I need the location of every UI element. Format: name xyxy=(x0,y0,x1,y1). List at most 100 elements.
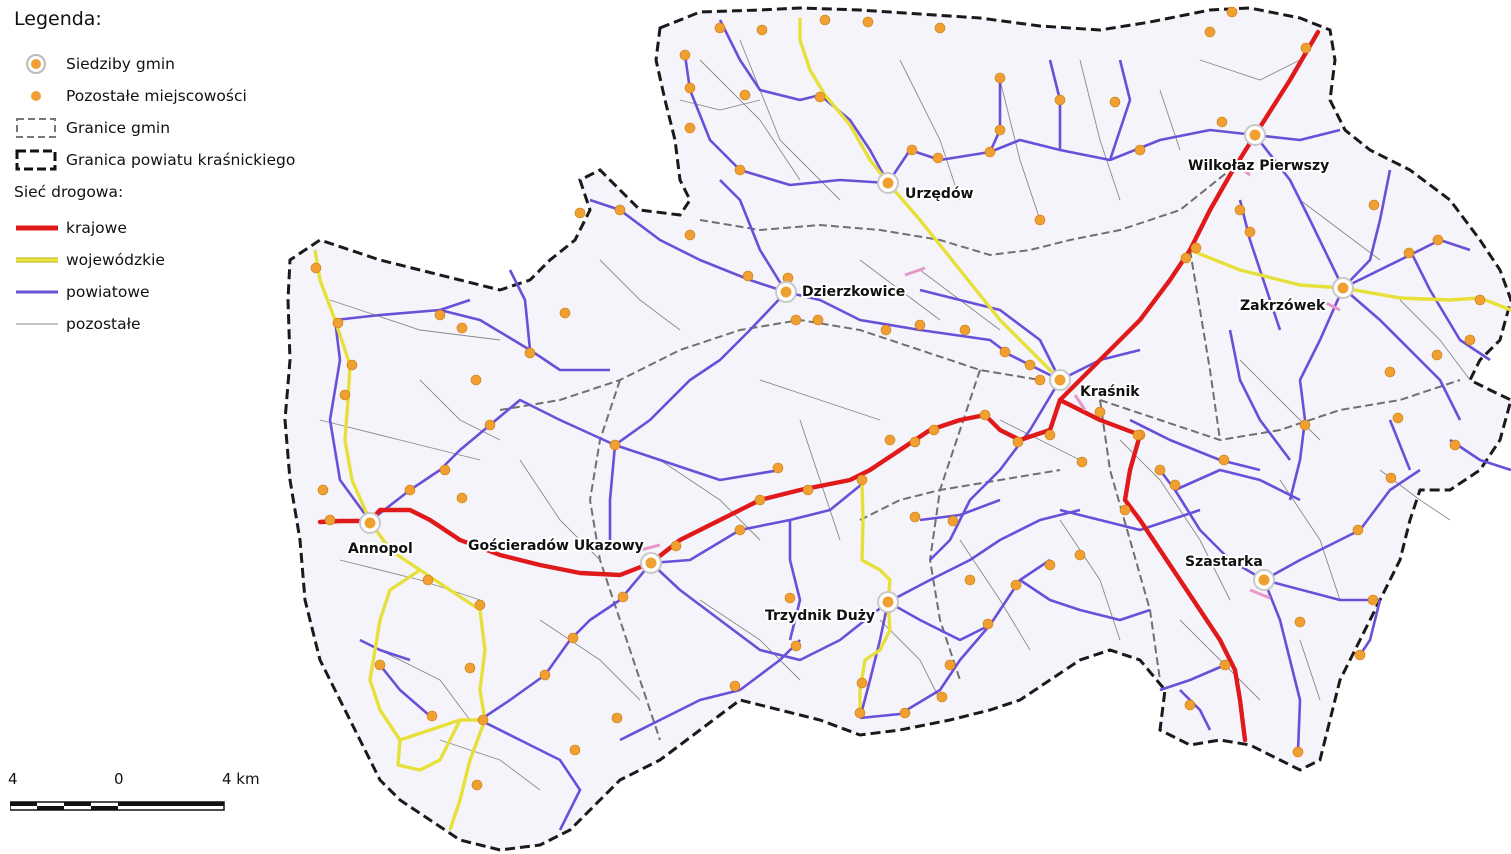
legend-title: Legenda: xyxy=(14,8,102,30)
village-dot xyxy=(539,669,551,681)
village-dot xyxy=(611,712,623,724)
village-dot xyxy=(1180,252,1192,264)
village-dot xyxy=(1464,334,1476,346)
legend-voivodeship-label: wojewódzkie xyxy=(66,251,165,269)
village-dot xyxy=(1024,359,1036,371)
seat-szastarka xyxy=(1253,569,1275,591)
village-dot xyxy=(932,152,944,164)
village-dot xyxy=(984,146,996,158)
county-border-icon xyxy=(15,149,57,171)
village-dot xyxy=(374,659,386,671)
village-dot xyxy=(979,409,991,421)
village-dot xyxy=(670,540,682,552)
village-dot xyxy=(1184,699,1196,711)
village-dot xyxy=(1384,366,1396,378)
label-urzedow: Urzędów xyxy=(905,186,974,202)
village-dot xyxy=(1190,242,1202,254)
village-dot xyxy=(1169,479,1181,491)
village-dot xyxy=(609,439,621,451)
village-dot xyxy=(456,322,468,334)
label-dzierzkowice: Dzierzkowice xyxy=(802,284,905,300)
other-roads xyxy=(319,39,1471,791)
village-dot xyxy=(982,618,994,630)
label-goscieradow: Gościeradów Ukazowy xyxy=(468,538,644,554)
village-dot xyxy=(1403,247,1415,259)
legend-seats-label: Siedziby gmin xyxy=(66,55,175,73)
village-dot xyxy=(906,144,918,156)
village-dot xyxy=(714,22,726,34)
village-dot xyxy=(559,307,571,319)
scale-bar-graphic xyxy=(10,801,225,811)
village-dot xyxy=(1449,439,1461,451)
village-dot xyxy=(464,662,476,674)
village-dot xyxy=(524,347,536,359)
other-road-icon xyxy=(16,323,58,325)
village-dot xyxy=(1132,429,1144,441)
village-dot xyxy=(1299,419,1311,431)
village-dot xyxy=(756,24,768,36)
village-dot xyxy=(784,592,796,604)
village-dot xyxy=(928,424,940,436)
village-dot xyxy=(742,270,754,282)
legend-county-label: powiatowe xyxy=(66,283,150,301)
seat-wilkolaz xyxy=(1244,124,1266,146)
village-dot xyxy=(994,72,1006,84)
village-dot xyxy=(1432,234,1444,246)
village-dot xyxy=(1044,429,1056,441)
seat-krasnik xyxy=(1049,369,1071,391)
seat-annopol xyxy=(359,512,381,534)
village-dot xyxy=(1204,26,1216,38)
village-dot xyxy=(934,22,946,34)
village-dot xyxy=(684,122,696,134)
village-dot xyxy=(484,419,496,431)
village-dot xyxy=(734,164,746,176)
village-dot xyxy=(332,317,344,329)
village-dot xyxy=(1352,524,1364,536)
village-dot xyxy=(754,494,766,506)
label-trzydnik: Trzydnik Duży xyxy=(765,608,875,624)
village-dot xyxy=(439,464,451,476)
county-roads xyxy=(328,19,1511,831)
village-dot xyxy=(1010,579,1022,591)
village-dot xyxy=(1392,412,1404,424)
village-dot xyxy=(567,632,579,644)
village-dot xyxy=(1431,349,1443,361)
village-dot xyxy=(1044,559,1056,571)
village-dot xyxy=(1354,649,1366,661)
village-dot xyxy=(884,434,896,446)
village-dot xyxy=(470,374,482,386)
village-dot xyxy=(909,436,921,448)
legend-commune-border-label: Granice gmin xyxy=(66,119,171,137)
village-dot xyxy=(1054,94,1066,106)
village-dot xyxy=(477,714,489,726)
scale-bar: 4 0 4 km xyxy=(0,770,270,820)
village-dot xyxy=(899,707,911,719)
village-dot xyxy=(734,524,746,536)
village-dot xyxy=(1367,594,1379,606)
seat-trzydnik xyxy=(877,591,899,613)
village-dot xyxy=(856,474,868,486)
village-dot xyxy=(854,707,866,719)
village-dot xyxy=(999,346,1011,358)
label-annopol: Annopol xyxy=(348,541,413,557)
village-dot xyxy=(1234,204,1246,216)
village-dot xyxy=(1076,456,1088,468)
village-dot xyxy=(1074,549,1086,561)
legend-national-label: krajowe xyxy=(66,219,127,237)
village-dot xyxy=(1034,374,1046,386)
village-dot xyxy=(1244,226,1256,238)
label-wilkolaz: Wilkołaz Pierwszy xyxy=(1188,158,1329,174)
village-dot xyxy=(574,207,586,219)
village-dot xyxy=(346,359,358,371)
village-dot xyxy=(1300,42,1312,54)
village-dot xyxy=(422,574,434,586)
village-dot xyxy=(1109,96,1121,108)
village-dot xyxy=(1474,294,1486,306)
legend-road-network-label: Sieć drogowa: xyxy=(14,183,124,201)
village-dot xyxy=(404,484,416,496)
label-szastarka: Szastarka xyxy=(1185,554,1263,570)
village-dot xyxy=(617,591,629,603)
village-dot xyxy=(729,680,741,692)
village-dot xyxy=(1134,144,1146,156)
